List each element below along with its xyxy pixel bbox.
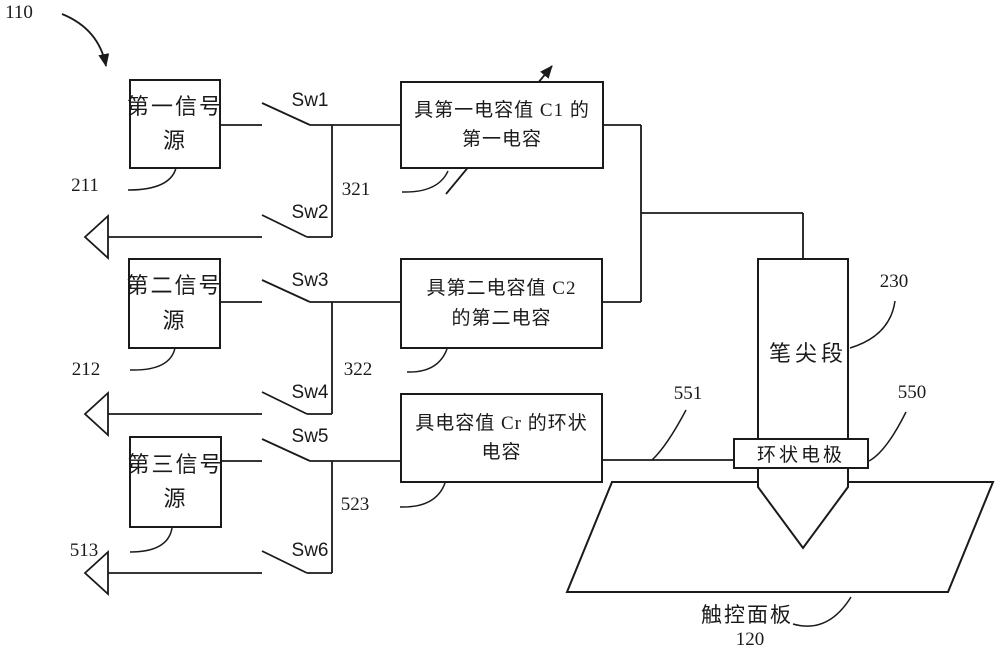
ref-230: 230 xyxy=(879,271,909,292)
switch-label-sw6: Sw6 xyxy=(291,540,329,561)
capacitor-3-box: 具电容值 Cr 的环状 电容 xyxy=(400,393,603,483)
signal-source-2-label-line1: 第二信号 xyxy=(126,273,223,299)
stylus-body-shape xyxy=(757,258,849,550)
ref-211: 211 xyxy=(71,175,99,196)
signal-source-2-box: 第二信号 源 xyxy=(126,258,223,349)
touch-panel-shape xyxy=(565,481,995,593)
capacitor-3-label-line2: 电容 xyxy=(481,442,522,463)
figure-ref-arrow xyxy=(61,13,110,67)
switch-label-sw1: Sw1 xyxy=(291,90,329,111)
ref-212: 212 xyxy=(71,359,101,380)
touch-panel-label: 触控面板 xyxy=(701,603,793,627)
capacitor-2-label-line2: 的第二电容 xyxy=(451,307,552,329)
signal-source-3-label-line1: 第三信号 xyxy=(127,451,224,477)
ref-551: 551 xyxy=(673,383,703,404)
capacitor-1-box: 具第一电容值 C1 的 第一电容 xyxy=(400,81,604,169)
capacitor-1-label-line2: 第一电容 xyxy=(461,129,542,150)
capacitor-3-label-line1: 具电容值 Cr 的环状 xyxy=(415,412,588,434)
pen-tip-section-label: 笔尖段 xyxy=(768,341,848,366)
signal-source-1-label-line2: 源 xyxy=(162,128,187,153)
ref-321: 321 xyxy=(341,179,371,200)
ground-arrow-icon xyxy=(83,549,109,597)
ring-electrode-box: 环状电极 xyxy=(733,438,869,469)
signal-source-2-label-line2: 源 xyxy=(162,307,187,333)
signal-source-1-box: 第一信号 源 xyxy=(127,79,224,169)
ref-322: 322 xyxy=(343,359,373,380)
switch-label-sw5: Sw5 xyxy=(291,426,329,447)
signal-source-1-label-line1: 第一信号 xyxy=(127,93,224,119)
ref-120: 120 xyxy=(735,629,765,650)
ref-callout-curves xyxy=(127,167,907,627)
ref-513: 513 xyxy=(69,540,99,561)
signal-source-3-box: 第三信号 源 xyxy=(127,436,224,528)
ring-electrode-label: 环状电极 xyxy=(756,445,845,466)
ground-arrow-icon xyxy=(83,390,109,438)
wires xyxy=(108,102,804,574)
capacitor-2-box: 具第二电容值 C2 的第二电容 xyxy=(400,258,603,349)
ref-523: 523 xyxy=(340,494,370,515)
capacitor-2-label-line1: 具第二电容值 C2 xyxy=(426,278,577,300)
ref-110: 110 xyxy=(5,2,33,23)
capacitor-1-label-line1: 具第一电容值 C1 的 xyxy=(414,99,590,121)
switch-label-sw3: Sw3 xyxy=(291,270,329,291)
ref-550: 550 xyxy=(897,382,927,403)
switch-label-sw4: Sw4 xyxy=(291,382,329,403)
signal-source-3-label-line2: 源 xyxy=(163,486,188,511)
ground-arrow-icon xyxy=(83,213,109,261)
switch-label-sw2: Sw2 xyxy=(291,202,329,223)
